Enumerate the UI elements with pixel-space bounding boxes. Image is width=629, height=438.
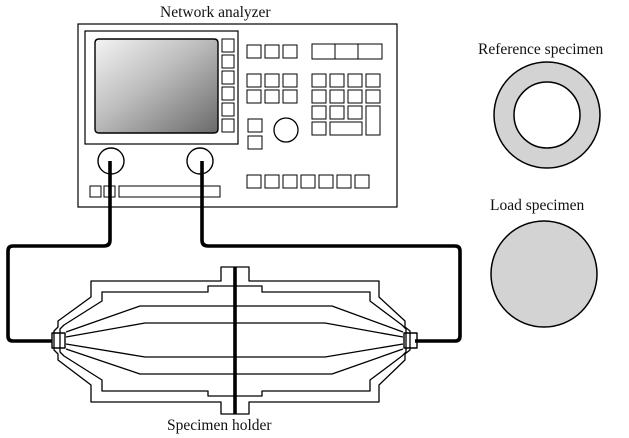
reference-specimen-hole xyxy=(513,81,581,149)
panel-key[interactable] xyxy=(347,105,363,120)
panel-key[interactable] xyxy=(329,73,345,88)
panel-key[interactable] xyxy=(264,174,280,189)
panel-key[interactable] xyxy=(347,73,363,88)
network-analyzer xyxy=(77,23,398,208)
panel-key[interactable] xyxy=(246,89,262,104)
network-analyzer-label: Network analyzer xyxy=(160,4,271,21)
load-specimen-label: Load specimen xyxy=(490,197,585,214)
rotary-knob[interactable] xyxy=(273,117,299,143)
panel-key[interactable] xyxy=(246,44,262,59)
panel-key[interactable] xyxy=(264,44,280,59)
analyzer-screen-bezel xyxy=(84,30,239,145)
analyzer-key[interactable] xyxy=(89,185,102,198)
panel-key[interactable] xyxy=(329,121,363,136)
panel-key[interactable] xyxy=(318,174,334,189)
panel-key[interactable] xyxy=(347,89,363,104)
panel-key[interactable] xyxy=(365,105,381,136)
holder-connector-left xyxy=(51,332,66,349)
cable-port-2 xyxy=(200,161,462,343)
panel-key[interactable] xyxy=(311,89,327,104)
cable-port-1 xyxy=(6,161,112,343)
analyzer-screen xyxy=(94,38,219,134)
holder-outer-body xyxy=(53,266,411,415)
softkey[interactable] xyxy=(221,86,235,101)
analyzer-housing xyxy=(77,23,398,208)
analyzer-slot xyxy=(118,185,221,198)
reference-specimen-label: Reference specimen xyxy=(478,41,604,58)
specimen-holder-label: Specimen holder xyxy=(167,417,272,434)
button-panel xyxy=(246,43,383,189)
specimen-holder xyxy=(51,266,418,415)
panel-key[interactable] xyxy=(282,89,298,104)
panel-key[interactable] xyxy=(246,174,262,189)
panel-key[interactable] xyxy=(365,89,381,104)
panel-key[interactable] xyxy=(311,43,383,60)
holder-inner-body xyxy=(59,285,407,397)
softkey[interactable] xyxy=(221,38,235,53)
panel-key[interactable] xyxy=(264,89,280,104)
panel-key[interactable] xyxy=(264,73,280,88)
panel-key[interactable] xyxy=(246,73,262,88)
softkey[interactable] xyxy=(221,54,235,69)
panel-key[interactable] xyxy=(300,174,316,189)
panel-key[interactable] xyxy=(329,89,345,104)
holder-connector-right xyxy=(403,332,418,349)
panel-key[interactable] xyxy=(247,135,263,150)
panel-key[interactable] xyxy=(329,105,345,120)
load-specimen-disk xyxy=(490,220,598,328)
softkey[interactable] xyxy=(221,70,235,85)
panel-key[interactable] xyxy=(311,105,327,120)
panel-key[interactable] xyxy=(336,174,352,189)
panel-key[interactable] xyxy=(282,44,298,59)
softkey[interactable] xyxy=(221,102,235,117)
reference-specimen xyxy=(493,61,601,169)
test-cables xyxy=(6,161,462,343)
panel-key[interactable] xyxy=(282,174,298,189)
panel-key[interactable] xyxy=(311,121,327,136)
panel-key[interactable] xyxy=(311,73,327,88)
port-2-connector[interactable] xyxy=(186,147,214,175)
panel-key[interactable] xyxy=(365,73,381,88)
softkey[interactable] xyxy=(221,118,235,133)
panel-key[interactable] xyxy=(354,174,370,189)
panel-key[interactable] xyxy=(247,118,263,133)
panel-key[interactable] xyxy=(282,73,298,88)
softkey-column xyxy=(221,38,235,133)
